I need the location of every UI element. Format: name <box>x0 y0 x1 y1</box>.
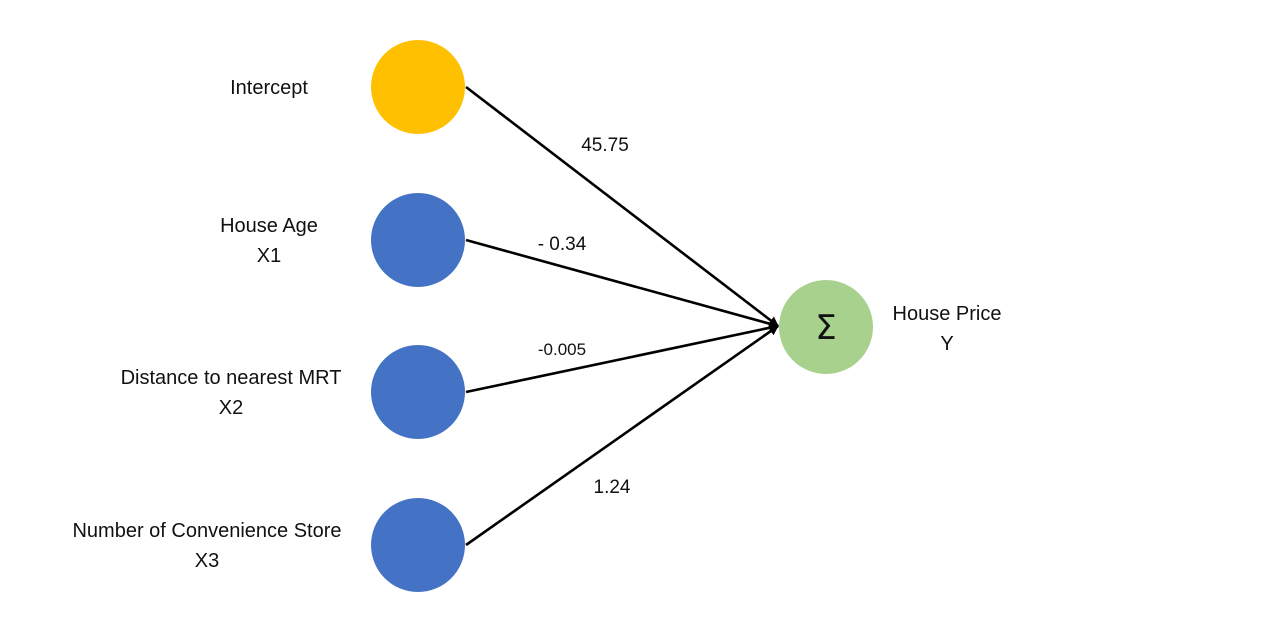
var-x1: X1 <box>257 245 281 267</box>
label-house-price: House Price <box>893 303 1002 325</box>
sigma-symbol: Σ <box>815 308 836 348</box>
weight-x1: - 0.34 <box>538 234 587 255</box>
label-house-age: House Age <box>220 215 318 237</box>
node-x1 <box>371 193 465 287</box>
edge-x1 <box>465 238 779 329</box>
edge-x3 <box>465 324 779 547</box>
edge-intercept <box>465 85 779 328</box>
node-output-sum <box>779 280 873 374</box>
node-x2 <box>371 345 465 439</box>
edge-x2 <box>465 322 779 394</box>
label-convenience-store: Number of Convenience Store <box>72 520 341 542</box>
node-intercept <box>371 40 465 134</box>
weight-x2: -0.005 <box>538 340 586 359</box>
label-distance-mrt: Distance to nearest MRT <box>121 367 342 389</box>
var-x2: X2 <box>219 397 243 419</box>
var-x3: X3 <box>195 550 219 572</box>
node-x3 <box>371 498 465 592</box>
label-intercept: Intercept <box>230 77 308 99</box>
weight-x3: 1.24 <box>594 477 631 498</box>
weight-intercept: 45.75 <box>581 135 629 156</box>
var-y: Y <box>940 333 953 355</box>
